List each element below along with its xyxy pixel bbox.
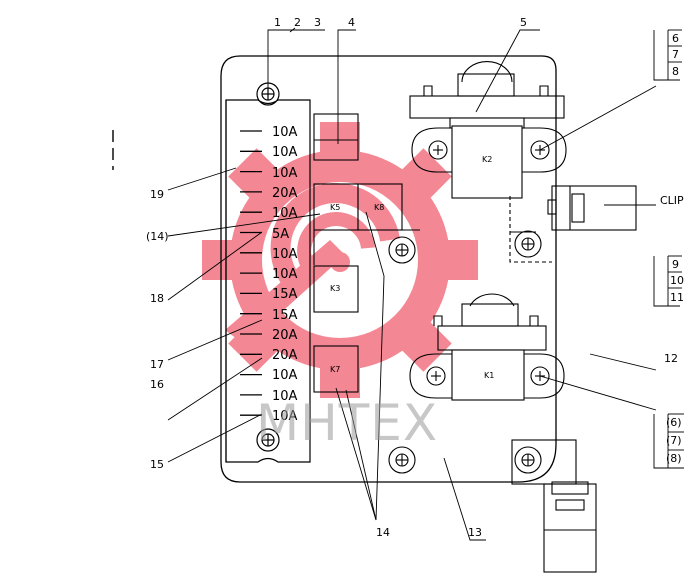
screw-clip xyxy=(514,230,542,258)
callout-11: 11 xyxy=(670,291,684,304)
fuse-rating: 10A xyxy=(272,145,298,160)
fuse-rating: 5A xyxy=(272,227,289,242)
callout-clip: CLIP xyxy=(660,194,684,207)
fuse-rating: 10A xyxy=(272,267,298,282)
callout-17: 17 xyxy=(150,358,164,371)
fuse-rating: 10A xyxy=(272,368,298,383)
relay-k3-label: K3 xyxy=(330,284,340,293)
fuse-rating: 10A xyxy=(272,247,298,262)
fuse-rating: 20A xyxy=(272,328,298,343)
leader-lines xyxy=(112,27,684,541)
watermark-text: MHTEX xyxy=(256,394,438,452)
callout-3: 3 xyxy=(314,16,321,29)
fuse-rating-labels: 10A 10A 10A 20A 10A 5A 10A 10A 15A 15A 2… xyxy=(272,125,298,424)
callout-4: 4 xyxy=(348,16,355,29)
bottom-connector xyxy=(511,439,597,573)
screw-bottom xyxy=(256,428,280,452)
callout-5: 5 xyxy=(520,16,527,29)
screw-lower xyxy=(388,446,416,474)
relay-4-body xyxy=(313,113,359,161)
callout-6-paren: (6) xyxy=(666,416,682,429)
fuse-box-housing xyxy=(220,55,557,483)
callout-labels: 1 2 3 4 5 6 7 8 CLIP 9 10 11 12 (6) (7) … xyxy=(146,16,684,539)
callout-8-paren: (8) xyxy=(666,452,682,465)
gear-logo-watermark xyxy=(202,122,478,398)
clip-connector xyxy=(509,185,637,263)
callout-9: 9 xyxy=(672,258,679,271)
callout-19: 19 xyxy=(150,188,164,201)
fuse-rating: 10A xyxy=(272,409,298,424)
fuse-rating: 20A xyxy=(272,186,298,201)
fuse-panel xyxy=(225,99,311,463)
relay-k7-label: K7 xyxy=(330,365,340,374)
callout-14: 14 xyxy=(376,526,390,539)
callout-6: 6 xyxy=(672,32,679,45)
callout-15: 15 xyxy=(150,458,164,471)
relay-k2-assembly xyxy=(409,61,567,199)
callout-8: 8 xyxy=(672,65,679,78)
callout-7: 7 xyxy=(672,48,679,61)
relay-k1-label: K1 xyxy=(484,371,494,380)
fuse-rating: 10A xyxy=(272,389,298,404)
callout-16: 16 xyxy=(150,378,164,391)
relay-k2-label: K2 xyxy=(482,155,492,164)
relay-k7-body xyxy=(313,345,359,393)
callout-14-paren: (14) xyxy=(146,230,169,243)
fuse-rating: 15A xyxy=(272,287,298,302)
callout-18: 18 xyxy=(150,292,164,305)
relay-k8-label: K8 xyxy=(374,203,384,212)
relay-k1-assembly xyxy=(409,293,565,401)
fuse-rating: 15A xyxy=(272,308,298,323)
callout-13: 13 xyxy=(468,526,482,539)
fuse-slots xyxy=(240,130,262,416)
callout-12: 12 xyxy=(664,352,678,365)
screw-mid xyxy=(388,236,416,264)
callout-10: 10 xyxy=(670,274,684,287)
fuse-rating: 10A xyxy=(272,206,298,221)
relay-k5-label: K5 xyxy=(330,203,340,212)
fuse-rating: 20A xyxy=(272,348,298,363)
callout-2: 2 xyxy=(294,16,301,29)
callout-7-paren: (7) xyxy=(666,434,682,447)
fuse-rating: 10A xyxy=(272,166,298,181)
callout-1: 1 xyxy=(274,16,281,29)
fuse-rating: 10A xyxy=(272,125,298,140)
